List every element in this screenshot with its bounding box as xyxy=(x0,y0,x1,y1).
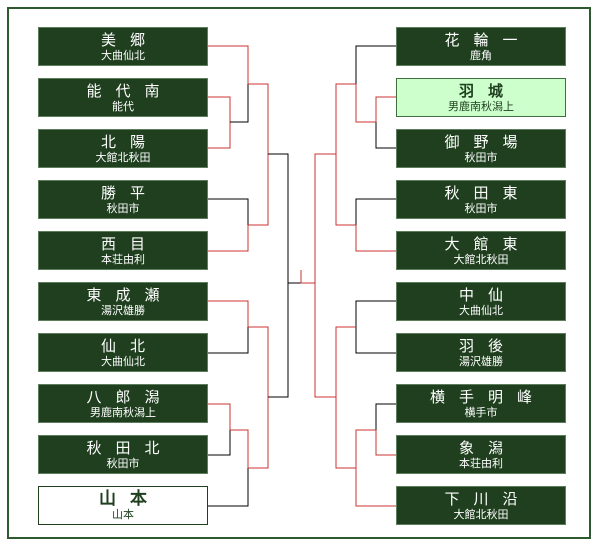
right-r2-match-c xyxy=(355,429,376,468)
right-r2-match-a xyxy=(355,45,396,84)
team-right-10: 下川沿 大館北秋田 xyxy=(396,486,566,525)
team-name: 下川沿 xyxy=(444,489,532,508)
right-r2-match-b xyxy=(355,84,376,123)
team-name: 横手明峰 xyxy=(429,387,546,406)
left-r3-match-a xyxy=(248,83,269,154)
team-left-7: 仙北 大曲仙北 xyxy=(38,333,208,372)
team-name: 能代南 xyxy=(86,81,174,100)
team-area: 大曲仙北 xyxy=(459,303,503,317)
team-area: 横手市 xyxy=(464,405,498,419)
left-r2-match-d xyxy=(208,468,249,507)
final-right xyxy=(300,270,315,284)
team-name: 秋田東 xyxy=(444,183,532,202)
team-name: 花輪一 xyxy=(444,30,532,49)
team-left-6: 東成瀬 湯沢雄勝 xyxy=(38,282,208,321)
team-left-8: 八郎潟 男鹿南秋潟上 xyxy=(38,384,208,423)
left-r1-match-4 xyxy=(208,403,231,442)
left-r2-match-a xyxy=(208,45,249,84)
team-left-5: 西目 本荘由利 xyxy=(38,231,208,270)
left-r3-match-d xyxy=(248,397,269,469)
left-r2-match-c xyxy=(230,429,249,468)
team-name: 羽城 xyxy=(458,81,517,100)
team-area: 山本 xyxy=(112,507,134,521)
team-left-10-champion: 山本 山本 xyxy=(38,486,208,525)
team-right-3: 御野場 秋田市 xyxy=(396,129,566,168)
team-name: 山本 xyxy=(99,488,161,509)
team-name: 西目 xyxy=(100,234,159,253)
left-r1-match-4b xyxy=(208,430,231,456)
team-area: 本荘由利 xyxy=(101,252,145,266)
team-name: 美郷 xyxy=(100,30,159,49)
team-area: 湯沢雄勝 xyxy=(101,303,145,317)
right-r1-match-4b xyxy=(375,430,396,456)
right-r1-match-2b xyxy=(355,225,396,252)
left-r3-match-c xyxy=(248,326,269,397)
team-area: 大曲仙北 xyxy=(101,48,145,62)
team-left-3: 北陽 大館北秋田 xyxy=(38,129,208,168)
team-left-9: 秋田北 秋田市 xyxy=(38,435,208,474)
team-name: 象潟 xyxy=(458,438,517,457)
right-r3-match-b xyxy=(335,154,356,226)
left-semi-a xyxy=(268,153,289,283)
team-area: 秋田市 xyxy=(464,150,498,164)
team-area: 男鹿南秋潟上 xyxy=(448,99,514,113)
right-r3-match-a xyxy=(335,83,356,154)
team-area: 男鹿南秋潟上 xyxy=(90,405,156,419)
team-area: 湯沢雄勝 xyxy=(459,354,503,368)
team-area: 大曲仙北 xyxy=(101,354,145,368)
team-name: 勝平 xyxy=(100,183,159,202)
right-r1-match-4 xyxy=(375,403,396,430)
team-area: 能代 xyxy=(112,99,134,113)
right-r1-match-upper xyxy=(375,96,396,122)
team-area: 本荘由利 xyxy=(459,456,503,470)
team-left-2: 能代南 能代 xyxy=(38,78,208,117)
right-r3-match-d xyxy=(335,397,356,469)
team-right-4: 秋田東 秋田市 xyxy=(396,180,566,219)
team-name: 大館東 xyxy=(444,234,532,253)
team-name: 仙北 xyxy=(100,336,159,355)
team-area: 大館北秋田 xyxy=(453,507,509,521)
team-left-4: 勝平 秋田市 xyxy=(38,180,208,219)
team-name: 羽後 xyxy=(458,336,517,355)
right-r1-match-lower xyxy=(375,122,396,149)
team-name: 東成瀬 xyxy=(86,285,174,304)
left-r2-match-b xyxy=(230,84,249,123)
team-right-5: 大館東 大館北秋田 xyxy=(396,231,566,270)
team-area: 鹿角 xyxy=(470,48,492,62)
final-left xyxy=(288,270,302,284)
team-area: 秋田市 xyxy=(464,201,498,215)
team-area: 大館北秋田 xyxy=(95,150,151,164)
right-r1-match-3b xyxy=(355,327,396,354)
team-name: 八郎潟 xyxy=(86,387,174,406)
team-right-8: 横手明峰 横手市 xyxy=(396,384,566,423)
team-right-7: 羽後 湯沢雄勝 xyxy=(396,333,566,372)
team-area: 秋田市 xyxy=(106,201,140,215)
left-r3-match-b xyxy=(248,154,269,226)
left-r1-match-3b xyxy=(208,327,249,354)
right-r1-match-2 xyxy=(355,198,396,225)
team-right-1: 花輪一 鹿角 xyxy=(396,27,566,66)
team-name: 秋田北 xyxy=(86,438,174,457)
team-name: 北陽 xyxy=(100,132,159,151)
left-semi-b xyxy=(268,283,289,398)
team-name: 中仙 xyxy=(458,285,517,304)
team-right-6: 中仙 大曲仙北 xyxy=(396,282,566,321)
left-r1-match-2b xyxy=(208,225,249,252)
team-name: 御野場 xyxy=(444,132,532,151)
team-area: 秋田市 xyxy=(106,456,140,470)
right-r1-match-3 xyxy=(355,300,396,327)
left-r1-match-3 xyxy=(208,300,249,327)
team-right-2-highlight: 羽城 男鹿南秋潟上 xyxy=(396,78,566,117)
team-right-9: 象潟 本荘由利 xyxy=(396,435,566,474)
left-r1-match-2 xyxy=(208,198,249,225)
left-r1-match-upper xyxy=(208,96,231,147)
right-r3-match-c xyxy=(335,326,356,397)
right-r2-match-d xyxy=(355,468,396,507)
team-left-1: 美郷 大曲仙北 xyxy=(38,27,208,66)
right-semi-b xyxy=(314,283,336,398)
left-r1-match-lower xyxy=(208,122,231,149)
team-area: 大館北秋田 xyxy=(453,252,509,266)
right-semi-a xyxy=(314,153,336,283)
